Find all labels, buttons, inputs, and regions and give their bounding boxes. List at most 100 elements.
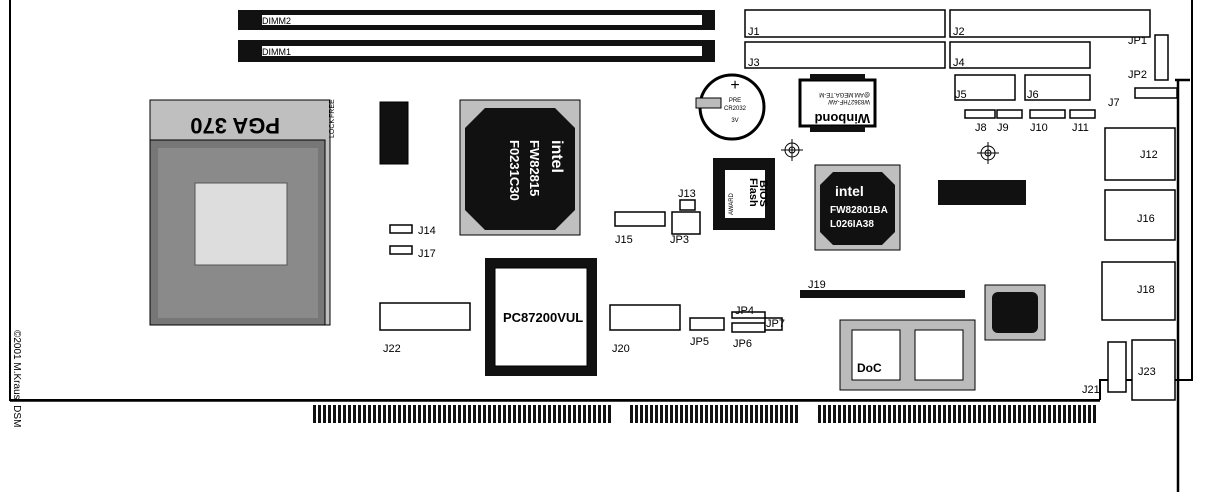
- j13-connector[interactable]: J13: [678, 188, 696, 211]
- svg-text:F0231C30: F0231C30: [507, 140, 522, 201]
- edge-finger: [818, 405, 821, 423]
- edge-finger: [598, 405, 601, 423]
- j16-connector[interactable]: J16: [1104, 189, 1176, 241]
- pga370-socket[interactable]: PGA 370 LOCK FREE: [149, 99, 336, 326]
- socket-lock-label: LOCK: [329, 119, 336, 138]
- edge-finger: [858, 405, 861, 423]
- jp3-jumper[interactable]: JP3: [670, 211, 701, 246]
- edge-finger: [373, 405, 376, 423]
- jp7-label: JP7: [766, 318, 785, 330]
- j14-label: J14: [418, 225, 436, 237]
- j8-connector[interactable]: J8: [964, 109, 996, 134]
- edge-finger: [1008, 405, 1011, 423]
- edge-finger: [640, 405, 643, 423]
- j20-connector[interactable]: J20: [609, 304, 681, 355]
- j12-label: J12: [1140, 149, 1158, 161]
- dimm2-slot[interactable]: DIMM2: [238, 10, 715, 30]
- svg-text:intel: intel: [548, 140, 565, 173]
- j22-label: J22: [383, 343, 401, 355]
- svg-text:CR2032: CR2032: [724, 106, 747, 112]
- j10-label: J10: [1030, 122, 1048, 134]
- j6-label: J6: [1027, 89, 1039, 101]
- j23-connector[interactable]: J23: [1131, 339, 1176, 401]
- soic-chip: [379, 101, 409, 165]
- jp5-jumper[interactable]: JP5: [689, 317, 725, 348]
- edge-finger: [1063, 405, 1066, 423]
- j18-label: J18: [1137, 284, 1155, 296]
- edge-finger: [745, 405, 748, 423]
- j19-connector[interactable]: J19: [808, 279, 826, 291]
- j2-connector[interactable]: J2: [949, 9, 1151, 38]
- j11-connector[interactable]: J11: [1069, 109, 1096, 134]
- dimm2-label: DIMM2: [262, 16, 291, 26]
- j15-connector[interactable]: J15: [614, 211, 666, 246]
- edge-finger: [755, 405, 758, 423]
- doc-socket[interactable]: DoC: [839, 319, 976, 391]
- j15-label: J15: [615, 234, 633, 246]
- edge-finger: [433, 405, 436, 423]
- j4-label: J4: [953, 57, 965, 69]
- j6-connector[interactable]: J6: [1024, 74, 1091, 101]
- edge-finger: [828, 405, 831, 423]
- jp2-jumper[interactable]: JP2: [1128, 69, 1147, 81]
- edge-finger: [1078, 405, 1081, 423]
- edge-finger: [780, 405, 783, 423]
- j22-connector[interactable]: J22: [379, 302, 471, 355]
- edge-finger: [368, 405, 371, 423]
- dimm1-slot[interactable]: DIMM1: [238, 40, 715, 62]
- battery-cr2032[interactable]: + PRE CR2032 3V: [695, 73, 766, 141]
- edge-finger: [933, 405, 936, 423]
- copyright-text: ©2001 M.Kraus, DSM: [11, 330, 22, 427]
- svg-text:L026IA38: L026IA38: [830, 219, 874, 230]
- edge-finger: [543, 405, 546, 423]
- j21-connector[interactable]: J21: [1082, 341, 1127, 396]
- j9-label: J9: [997, 122, 1009, 134]
- j10-connector[interactable]: J10: [1029, 109, 1066, 134]
- edge-finger: [705, 405, 708, 423]
- edge-finger: [893, 405, 896, 423]
- jp1-jumper[interactable]: JP1: [1128, 34, 1169, 81]
- jp3-label: JP3: [670, 234, 689, 246]
- edge-finger: [963, 405, 966, 423]
- edge-finger: [493, 405, 496, 423]
- socket-free-label: FREE: [329, 99, 336, 118]
- jp7-jumper[interactable]: JP7: [764, 317, 785, 331]
- j3-connector[interactable]: J3: [744, 41, 946, 69]
- j9-connector[interactable]: J9: [996, 109, 1023, 134]
- edge-finger: [1018, 405, 1021, 423]
- edge-finger: [1003, 405, 1006, 423]
- edge-finger: [715, 405, 718, 423]
- edge-finger: [338, 405, 341, 423]
- edge-finger: [1058, 405, 1061, 423]
- edge-finger: [383, 405, 386, 423]
- edge-finger: [795, 405, 798, 423]
- edge-finger: [1013, 405, 1016, 423]
- edge-finger: [328, 405, 331, 423]
- edge-finger: [553, 405, 556, 423]
- j4-connector[interactable]: J4: [949, 41, 1091, 69]
- dimm1-label: DIMM1: [262, 47, 291, 57]
- j12-connector[interactable]: J12: [1104, 127, 1176, 181]
- edge-finger: [513, 405, 516, 423]
- edge-finger: [453, 405, 456, 423]
- j5-connector[interactable]: J5: [954, 74, 1016, 101]
- jp6-jumper[interactable]: JP6: [731, 322, 766, 350]
- j14-connector[interactable]: J14: [389, 224, 436, 237]
- fiducial-mark: [977, 142, 999, 164]
- edge-finger: [593, 405, 596, 423]
- j19-header[interactable]: [800, 290, 965, 298]
- edge-finger: [700, 405, 703, 423]
- j17-connector[interactable]: J17: [389, 245, 436, 260]
- edge-finger: [428, 405, 431, 423]
- edge-finger: [740, 405, 743, 423]
- j1-connector[interactable]: J1: [744, 9, 946, 38]
- flash-bios-chip[interactable]: Flash BIOS AWARD: [713, 158, 775, 230]
- svg-text:Winbond: Winbond: [814, 111, 870, 126]
- edge-finger: [655, 405, 658, 423]
- j18-connector[interactable]: J18: [1101, 261, 1176, 321]
- j17-label: J17: [418, 248, 436, 260]
- jp4-jumper[interactable]: JP4: [731, 305, 766, 319]
- j7-connector[interactable]: J7: [1108, 87, 1178, 109]
- edge-finger: [908, 405, 911, 423]
- svg-text:@AM.MEGA.TE-M: @AM.MEGA.TE-M: [819, 91, 870, 97]
